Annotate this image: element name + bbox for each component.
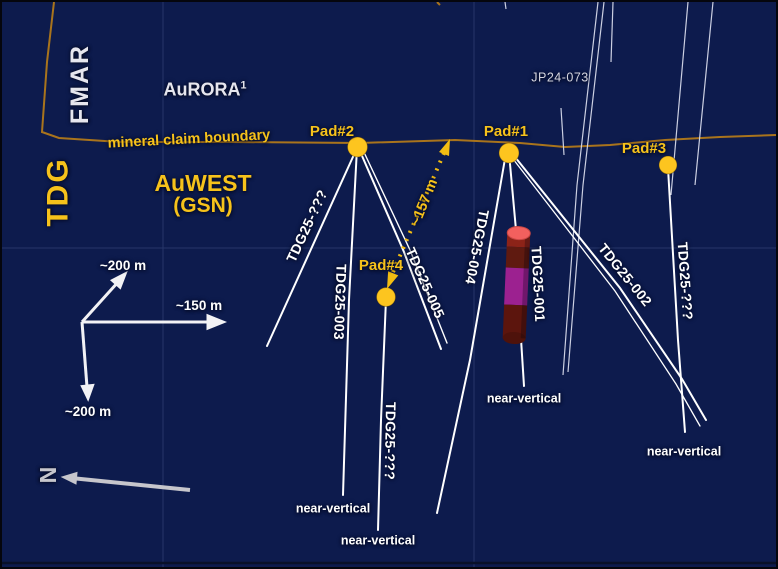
hole-line-tdg25-qqq-pad4[interactable] xyxy=(377,298,387,531)
north-label: N xyxy=(35,466,62,484)
existing-hole-traces xyxy=(504,2,714,376)
cylinder-tdg25-001[interactable] xyxy=(502,226,531,344)
hole-line-tdg25-qqq-pad2[interactable] xyxy=(266,147,358,347)
scale-label-down: ~200 m xyxy=(64,403,112,419)
existing-hole-trace-jp24-073[interactable] xyxy=(560,107,565,156)
existing-hole-trace[interactable] xyxy=(567,2,605,373)
near-vertical-label-3: near-vertical xyxy=(486,391,562,406)
hole-line-tdg25-005[interactable] xyxy=(358,148,442,350)
distance-arrow xyxy=(387,139,450,289)
scale-arrows xyxy=(80,270,228,402)
pad4-marker[interactable] xyxy=(376,287,396,307)
north-arrow xyxy=(60,471,191,492)
hole-label-tdg25-001: TDG25-001 xyxy=(528,245,549,323)
scale-label-up: ~200 m xyxy=(99,257,147,273)
hole-line-tdg25-001-upper[interactable] xyxy=(508,152,517,231)
pad3-label: Pad#3 xyxy=(621,140,667,158)
planned-holes xyxy=(266,147,707,531)
hole-line-tdg25-qqq-pad3[interactable] xyxy=(667,167,686,433)
near-vertical-label-2: near-vertical xyxy=(340,533,416,548)
claim-label-tdg: TDG xyxy=(41,157,75,227)
near-vertical-label-1: near-vertical xyxy=(295,501,371,516)
pad2-label: Pad#2 xyxy=(309,123,355,141)
hole-line-tdg25-002b[interactable] xyxy=(509,154,701,427)
scale-arrow-down-head xyxy=(80,383,95,402)
pad4-label: Pad#4 xyxy=(358,257,404,275)
claim-label-aurora: AuRORA1 xyxy=(163,79,247,100)
north-arrow-shaft xyxy=(75,476,191,492)
claim-label-auwest: AuWEST (GSN) xyxy=(154,171,251,217)
scale-arrow-east-head xyxy=(206,313,228,331)
aurora-superscript: 1 xyxy=(240,79,247,92)
existing-hole-trace[interactable] xyxy=(610,2,614,63)
auwest-text: AuWEST xyxy=(154,169,252,196)
cylinder-top-cap xyxy=(506,226,531,241)
hole-line-tdg25-003[interactable] xyxy=(342,147,358,496)
existing-hole-trace[interactable] xyxy=(504,2,507,10)
pad-markers xyxy=(347,136,678,307)
near-vertical-label-4: near-vertical xyxy=(646,444,722,459)
hole-line-tdg25-005b[interactable] xyxy=(361,147,448,344)
scale-arrow-up xyxy=(80,279,121,324)
distance-arrow-head-top xyxy=(439,139,450,156)
pad1-label: Pad#1 xyxy=(483,123,529,141)
hole-label-tdg25-qqq-pad4: TDG25-??? xyxy=(381,401,400,481)
existing-hole-trace[interactable] xyxy=(694,2,714,186)
cylinder-maroon-band-bottom xyxy=(502,304,528,339)
hole-line-tdg25-004[interactable] xyxy=(436,152,507,514)
pad3-marker[interactable] xyxy=(658,155,678,175)
scale-label-right: ~150 m xyxy=(175,297,223,313)
existing-hole-trace[interactable] xyxy=(562,2,599,376)
scale-arrow-down xyxy=(80,321,89,388)
scale-arrow-up-head xyxy=(109,270,128,290)
claim-label-fmar: FMAR xyxy=(65,43,94,125)
cylinder-bottom-cap xyxy=(502,331,526,344)
pad1-marker[interactable] xyxy=(498,142,520,164)
mineral-claim-boundary-line[interactable] xyxy=(40,2,776,149)
boundary-fragment-top xyxy=(436,2,441,6)
hole-label-tdg25-003: TDG25-003 xyxy=(331,263,350,341)
north-arrow-head xyxy=(60,471,78,485)
cylinder-magenta-band xyxy=(504,267,529,306)
aurora-text: AuRORA xyxy=(163,79,241,100)
pad2-marker[interactable] xyxy=(347,136,368,158)
hole-line-tdg25-002[interactable] xyxy=(510,151,707,421)
cylinder-maroon-band-top xyxy=(505,246,530,269)
hole-line-tdg25-001-lower[interactable] xyxy=(520,338,525,387)
cylinder-shading xyxy=(520,233,531,339)
distance-arrow-head-bottom xyxy=(387,271,399,289)
auwest-gsn-text: (GSN) xyxy=(173,194,233,218)
existing-hole-label-jp24-073: JP24-073 xyxy=(531,70,589,85)
